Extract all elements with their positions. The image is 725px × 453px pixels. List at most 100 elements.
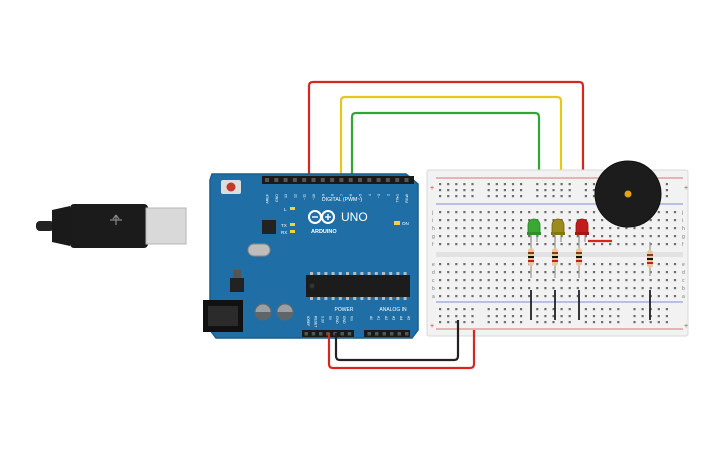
breadboard-hole[interactable] (641, 295, 644, 298)
rail-hole[interactable] (665, 321, 668, 324)
digital-pin-hole[interactable] (265, 178, 269, 182)
breadboard-hole[interactable] (657, 227, 660, 230)
digital-pin-hole[interactable] (274, 178, 279, 182)
digital-pin-holes[interactable] (265, 178, 409, 182)
breadboard-hole[interactable] (560, 271, 563, 274)
rail-hole[interactable] (609, 308, 612, 311)
breadboard-hole[interactable] (617, 263, 620, 266)
power-pin-hole[interactable] (347, 332, 352, 336)
breadboard-hole[interactable] (649, 271, 652, 274)
breadboard-hole[interactable] (584, 271, 587, 274)
rail-hole[interactable] (463, 195, 466, 198)
breadboard-hole[interactable] (455, 235, 458, 238)
rail-hole[interactable] (447, 189, 450, 192)
digital-pin-hole[interactable] (376, 178, 381, 182)
breadboard-hole[interactable] (520, 279, 523, 282)
rail-hole[interactable] (495, 308, 498, 311)
breadboard-hole[interactable] (511, 287, 515, 290)
breadboard-hole[interactable] (544, 295, 547, 298)
rail-hole[interactable] (439, 315, 442, 318)
rail-hole[interactable] (568, 183, 571, 186)
breadboard-hole[interactable] (592, 263, 596, 266)
breadboard-hole[interactable] (560, 287, 563, 290)
breadboard-hole[interactable] (617, 243, 620, 246)
breadboard-hole[interactable] (520, 243, 523, 246)
rail-hole[interactable] (471, 183, 474, 186)
breadboard-hole[interactable] (601, 227, 604, 230)
breadboard-hole[interactable] (568, 295, 571, 298)
rail-hole[interactable] (568, 189, 571, 192)
breadboard-hole[interactable] (439, 211, 442, 214)
breadboard-hole[interactable] (665, 243, 668, 246)
wire-green-pin7[interactable] (350, 111, 541, 222)
breadboard-hole[interactable] (552, 287, 555, 290)
wire-yellow-pin8[interactable] (339, 95, 563, 222)
breadboard-hole[interactable] (463, 211, 466, 214)
rail-hole[interactable] (487, 321, 490, 324)
breadboard-hole[interactable] (657, 271, 660, 274)
rail-hole[interactable] (511, 195, 515, 198)
breadboard-hole[interactable] (665, 271, 668, 274)
breadboard-hole[interactable] (544, 227, 547, 230)
rail-hole[interactable] (495, 315, 498, 318)
rail-hole[interactable] (463, 321, 466, 324)
rail-hole[interactable] (471, 308, 474, 311)
breadboard-hole[interactable] (520, 235, 523, 238)
breadboard-hole[interactable] (592, 271, 596, 274)
rail-hole[interactable] (463, 189, 466, 192)
breadboard-hole[interactable] (495, 243, 498, 246)
breadboard-hole[interactable] (463, 243, 466, 246)
breadboard-hole[interactable] (447, 243, 450, 246)
breadboard-hole[interactable] (463, 271, 466, 274)
rail-hole[interactable] (439, 189, 442, 192)
rail-hole[interactable] (617, 308, 620, 311)
breadboard-hole[interactable] (568, 243, 571, 246)
rail-hole[interactable] (544, 195, 547, 198)
breadboard-hole[interactable] (487, 235, 490, 238)
rail-hole[interactable] (503, 183, 506, 186)
rail-hole[interactable] (536, 321, 539, 324)
breadboard-hole[interactable] (503, 219, 506, 222)
breadboard-hole[interactable] (601, 243, 604, 246)
rail-hole[interactable] (439, 183, 442, 186)
breadboard-hole[interactable] (625, 295, 628, 298)
breadboard-hole[interactable] (673, 279, 677, 282)
rail-hole[interactable] (544, 189, 547, 192)
breadboard-hole[interactable] (511, 295, 515, 298)
breadboard-hole[interactable] (455, 263, 458, 266)
rail-hole[interactable] (463, 183, 466, 186)
digital-pin-hole[interactable] (292, 178, 297, 182)
breadboard-hole[interactable] (649, 287, 652, 290)
rail-hole[interactable] (584, 195, 587, 198)
breadboard-hole[interactable] (479, 295, 482, 298)
digital-pin-hole[interactable] (404, 178, 409, 182)
breadboard-hole[interactable] (673, 263, 677, 266)
power-pin-hole[interactable] (318, 332, 323, 336)
rail-hole[interactable] (511, 321, 515, 324)
breadboard-hole[interactable] (641, 263, 644, 266)
breadboard-hole[interactable] (665, 279, 668, 282)
rail-hole[interactable] (487, 315, 490, 318)
breadboard-hole[interactable] (536, 211, 539, 214)
breadboard-hole[interactable] (439, 219, 442, 222)
breadboard-hole[interactable] (649, 227, 652, 230)
breadboard-hole[interactable] (592, 243, 596, 246)
breadboard-hole[interactable] (447, 287, 450, 290)
breadboard-hole[interactable] (463, 287, 466, 290)
breadboard-hole[interactable] (568, 271, 571, 274)
rail-hole[interactable] (503, 189, 506, 192)
breadboard-hole[interactable] (471, 263, 474, 266)
rail-hole[interactable] (568, 315, 571, 318)
rail-hole[interactable] (439, 195, 442, 198)
breadboard-hole[interactable] (601, 271, 604, 274)
power-pin-hole[interactable] (340, 332, 345, 336)
breadboard-hole[interactable] (471, 235, 474, 238)
rail-hole[interactable] (511, 308, 515, 311)
breadboard-hole[interactable] (528, 243, 531, 246)
breadboard-hole[interactable] (601, 235, 604, 238)
breadboard-hole[interactable] (528, 295, 531, 298)
rail-hole[interactable] (471, 315, 474, 318)
breadboard-hole[interactable] (463, 227, 466, 230)
breadboard-hole[interactable] (584, 235, 587, 238)
breadboard-hole[interactable] (592, 279, 596, 282)
